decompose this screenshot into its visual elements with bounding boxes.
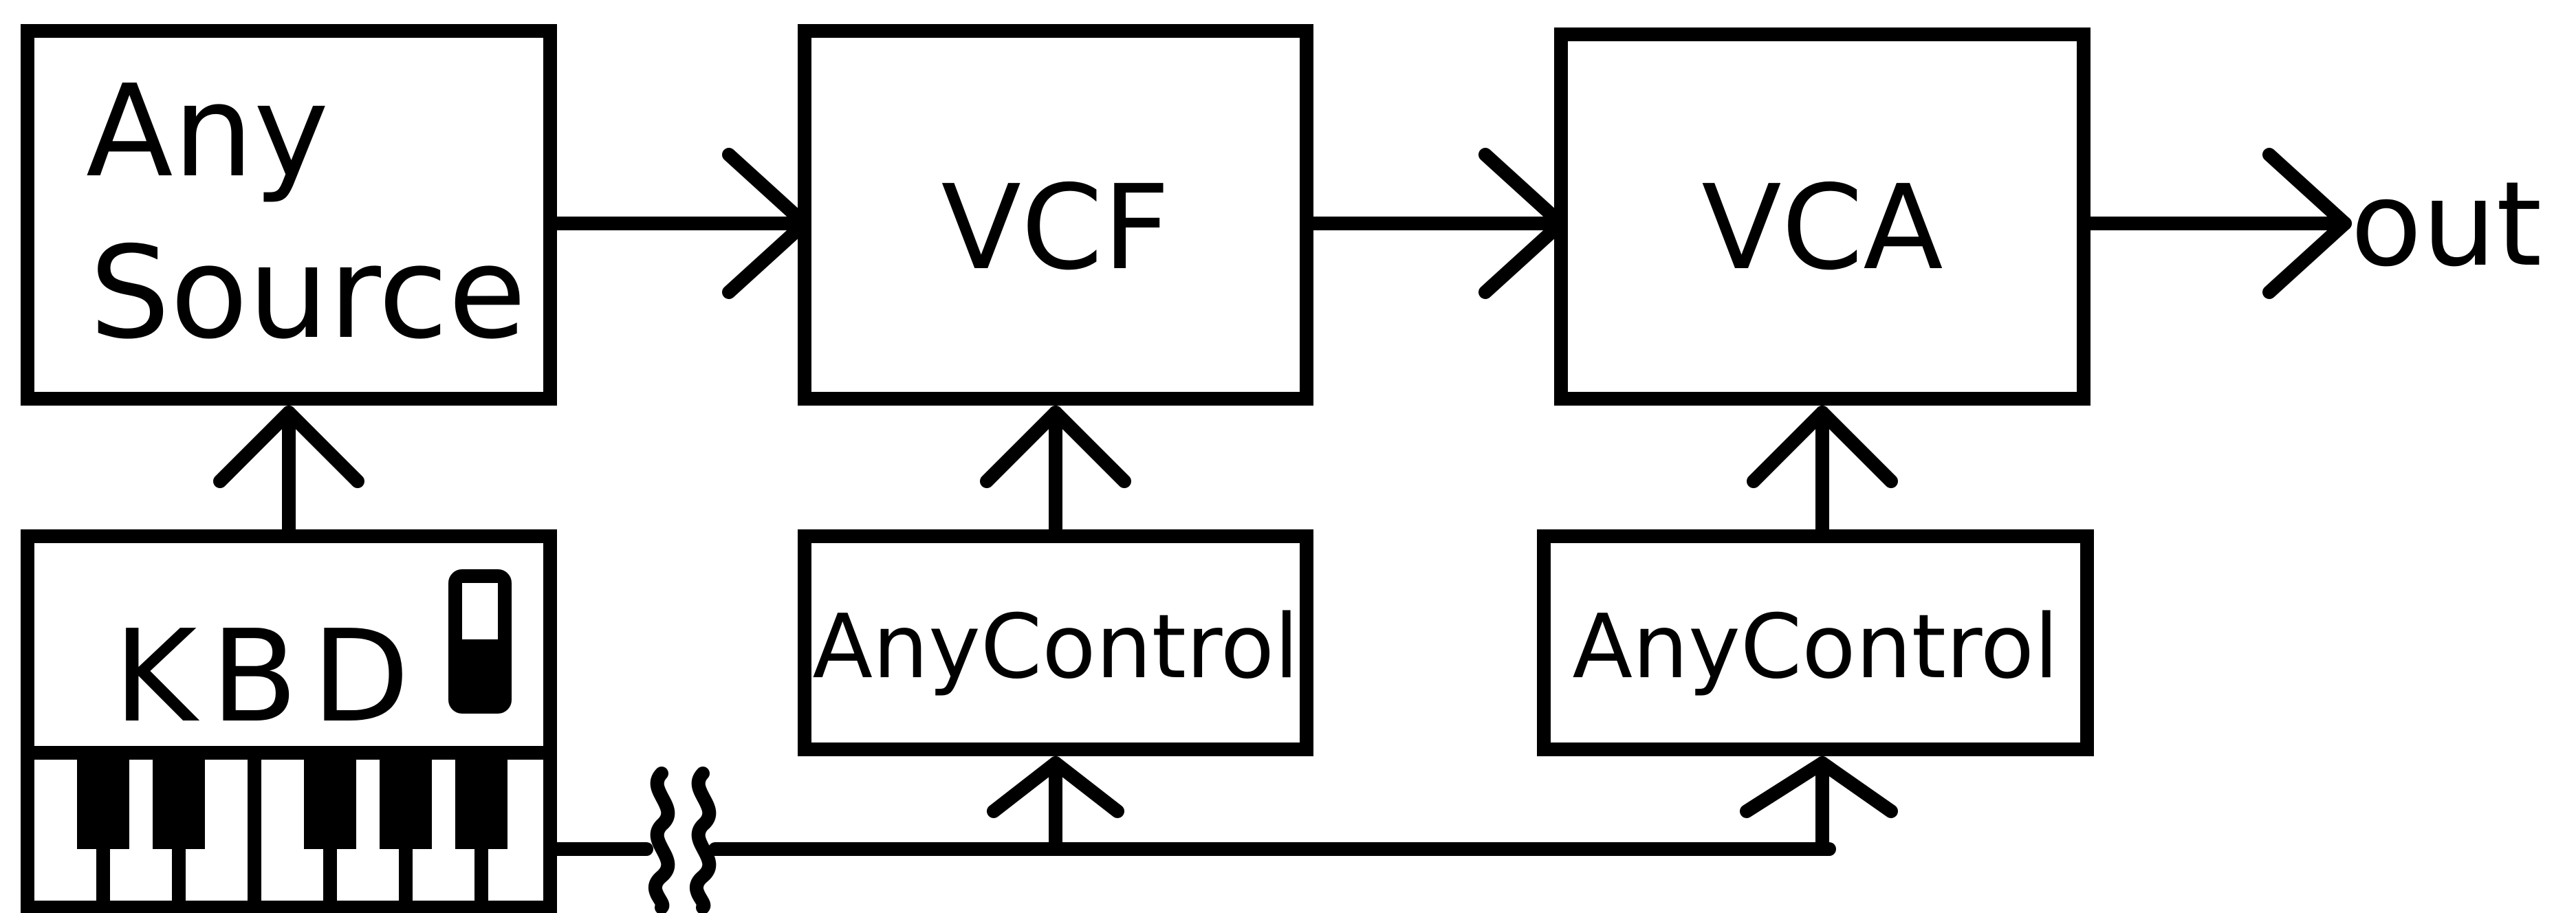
source-label-line2: Source <box>89 219 526 367</box>
wire-break-icon <box>648 767 717 913</box>
control-label-2: AnyControl <box>1572 596 2058 698</box>
arrow-head-icon <box>1478 148 1568 299</box>
piano-keys-icon <box>77 746 507 913</box>
arrow-head-icon <box>987 756 1124 818</box>
output-label: out <box>2350 157 2542 293</box>
source-box <box>21 24 557 406</box>
vcf-label: VCF <box>941 160 1170 296</box>
arrow-head-icon <box>1747 406 1898 488</box>
arrow-head-icon <box>1740 756 1898 818</box>
arrow-head-icon <box>2262 148 2352 299</box>
keyboard-block: KBD <box>21 529 557 913</box>
vcf-box <box>798 24 1313 406</box>
slide-switch-icon <box>448 569 512 714</box>
arrow-head-icon <box>980 406 1131 488</box>
keyboard-label: KBD <box>113 602 424 751</box>
control-box-1 <box>798 529 1313 756</box>
source-label-line1: Any <box>86 57 329 206</box>
arrow-head-icon <box>722 148 811 299</box>
vca-label: VCA <box>1701 160 1943 296</box>
vca-box <box>1554 28 2091 406</box>
arrow-head-icon <box>213 406 364 488</box>
control-label-1: AnyControl <box>812 596 1298 698</box>
